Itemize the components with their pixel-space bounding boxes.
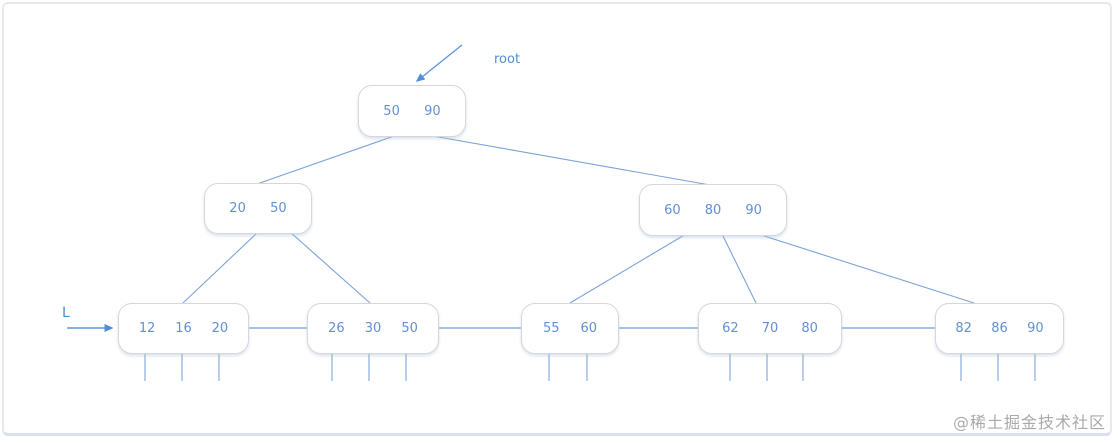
node-key: 80 (704, 202, 722, 218)
diagram-frame (2, 2, 1112, 436)
node-key: 20 (229, 201, 246, 216)
tree-node-leaf-4: 62 70 80 (698, 303, 842, 354)
node-key: 26 (328, 321, 345, 336)
leaf-pointer-label: L (62, 305, 70, 321)
node-key: 16 (175, 321, 192, 336)
node-key: 60 (580, 321, 598, 336)
node-key: 50 (401, 321, 418, 336)
node-key: 55 (542, 321, 560, 336)
node-key: 20 (211, 321, 229, 336)
tree-node-leaf-5: 82 86 90 (935, 303, 1064, 354)
tree-node-leaf-3: 55 60 (521, 303, 619, 354)
node-key: 30 (364, 321, 382, 336)
node-key: 86 (991, 321, 1008, 336)
node-key: 50 (383, 103, 400, 119)
tree-node-leaf-2: 26 30 50 (307, 303, 439, 354)
tree-node-internal-right: 60 80 90 (639, 184, 787, 236)
node-key: 50 (270, 201, 287, 216)
tree-node-internal-left: 20 50 (204, 183, 312, 234)
node-key: 90 (424, 103, 441, 119)
watermark: @稀土掘金技术社区 (952, 413, 1106, 432)
node-key: 90 (745, 202, 762, 218)
node-key: 62 (722, 321, 739, 336)
root-pointer-label: root (494, 52, 521, 67)
node-key: 80 (801, 321, 818, 336)
node-key: 12 (138, 321, 156, 336)
node-key: 70 (761, 321, 779, 336)
tree-node-leaf-1: 12 16 20 (118, 303, 249, 354)
tree-node-root: 50 90 (358, 85, 466, 137)
node-key: 82 (955, 321, 972, 336)
node-key: 90 (1027, 321, 1044, 336)
node-key: 60 (664, 202, 681, 218)
